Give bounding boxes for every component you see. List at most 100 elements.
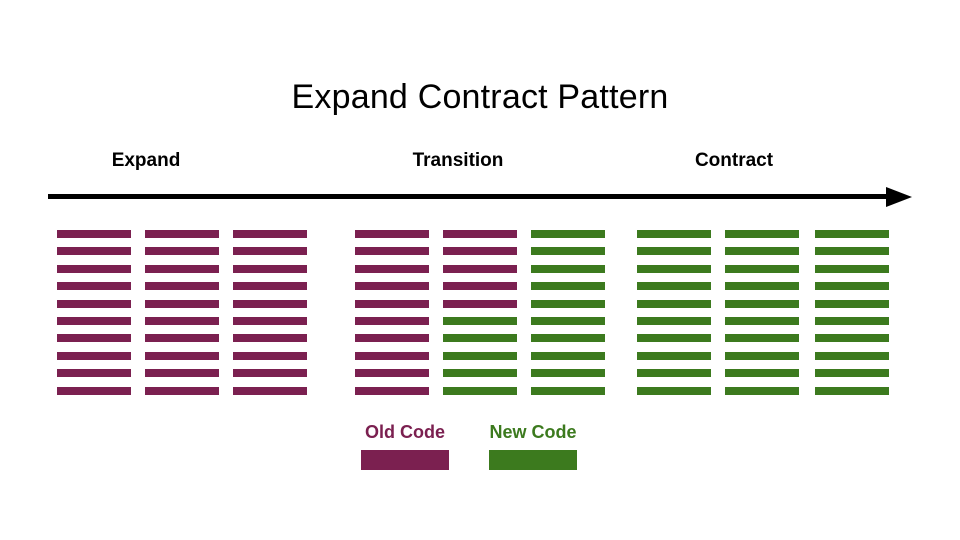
arrow-shaft (48, 194, 894, 199)
code-column-expand-2 (233, 230, 307, 400)
legend-label-new-code: New Code (489, 422, 577, 442)
code-line-new-code (637, 387, 711, 395)
code-line-new-code (443, 369, 517, 377)
code-line-old-code (57, 282, 131, 290)
code-line-new-code (637, 369, 711, 377)
code-line-new-code (725, 369, 799, 377)
code-column-transition-0 (355, 230, 429, 400)
code-line-new-code (531, 369, 605, 377)
code-line-new-code (531, 317, 605, 325)
code-line-new-code (637, 317, 711, 325)
code-line-new-code (531, 265, 605, 273)
phase-heading-contract: Contract (694, 150, 774, 171)
code-block-grid (0, 230, 960, 400)
code-line-new-code (815, 387, 889, 395)
page-title: Expand Contract Pattern (291, 78, 669, 116)
code-line-old-code (233, 265, 307, 273)
code-line-old-code (443, 265, 517, 273)
code-line-new-code (725, 282, 799, 290)
code-line-old-code (355, 387, 429, 395)
code-line-new-code (815, 265, 889, 273)
code-line-old-code (233, 369, 307, 377)
code-line-old-code (145, 300, 219, 308)
code-line-old-code (233, 282, 307, 290)
code-line-old-code (233, 387, 307, 395)
code-line-new-code (815, 352, 889, 360)
phase-heading-expand: Expand (111, 150, 181, 171)
legend-swatch-new-code (489, 450, 577, 470)
code-line-new-code (815, 300, 889, 308)
code-line-old-code (443, 300, 517, 308)
code-line-old-code (233, 247, 307, 255)
code-line-new-code (815, 282, 889, 290)
code-line-new-code (531, 334, 605, 342)
code-line-new-code (637, 352, 711, 360)
code-line-old-code (57, 352, 131, 360)
code-column-contract-2 (815, 230, 889, 400)
code-line-old-code (355, 369, 429, 377)
code-line-new-code (815, 334, 889, 342)
code-line-old-code (145, 247, 219, 255)
code-line-old-code (57, 265, 131, 273)
code-line-new-code (725, 352, 799, 360)
code-line-old-code (145, 265, 219, 273)
code-line-new-code (531, 247, 605, 255)
code-line-old-code (233, 317, 307, 325)
legend-item-new-code: New Code (468, 420, 598, 470)
code-line-new-code (725, 334, 799, 342)
code-line-new-code (637, 230, 711, 238)
code-line-new-code (815, 369, 889, 377)
code-column-expand-1 (145, 230, 219, 400)
code-line-new-code (637, 282, 711, 290)
code-line-new-code (531, 352, 605, 360)
code-line-new-code (815, 247, 889, 255)
code-line-old-code (57, 317, 131, 325)
code-line-old-code (355, 282, 429, 290)
code-line-new-code (443, 352, 517, 360)
legend-item-old-code: Old Code (340, 420, 470, 470)
code-line-new-code (815, 317, 889, 325)
code-line-new-code (637, 265, 711, 273)
code-line-old-code (57, 230, 131, 238)
code-line-new-code (531, 300, 605, 308)
code-column-transition-2 (531, 230, 605, 400)
code-line-old-code (145, 387, 219, 395)
code-line-new-code (443, 334, 517, 342)
code-line-new-code (725, 387, 799, 395)
code-line-new-code (725, 247, 799, 255)
phase-heading-transition: Transition (412, 150, 504, 171)
code-line-old-code (355, 300, 429, 308)
code-line-new-code (725, 317, 799, 325)
code-line-old-code (145, 352, 219, 360)
code-line-old-code (233, 334, 307, 342)
code-line-new-code (443, 317, 517, 325)
code-line-old-code (145, 282, 219, 290)
code-column-contract-0 (637, 230, 711, 400)
code-line-new-code (637, 334, 711, 342)
arrow-right-icon (886, 187, 912, 207)
code-line-old-code (233, 352, 307, 360)
code-line-old-code (355, 352, 429, 360)
code-line-old-code (145, 317, 219, 325)
code-line-old-code (145, 369, 219, 377)
code-line-old-code (57, 247, 131, 255)
code-line-old-code (57, 334, 131, 342)
code-line-new-code (531, 230, 605, 238)
code-line-old-code (355, 230, 429, 238)
code-line-new-code (725, 300, 799, 308)
code-line-old-code (145, 230, 219, 238)
code-line-old-code (443, 230, 517, 238)
code-line-old-code (233, 300, 307, 308)
legend-label-old-code: Old Code (365, 422, 445, 442)
code-line-new-code (725, 265, 799, 273)
code-line-old-code (355, 247, 429, 255)
code-line-new-code (725, 230, 799, 238)
code-line-old-code (355, 317, 429, 325)
code-line-old-code (57, 387, 131, 395)
code-column-transition-1 (443, 230, 517, 400)
legend: Old Code New Code (340, 420, 620, 480)
code-line-old-code (233, 230, 307, 238)
timeline-arrow (48, 186, 912, 212)
code-line-old-code (57, 369, 131, 377)
